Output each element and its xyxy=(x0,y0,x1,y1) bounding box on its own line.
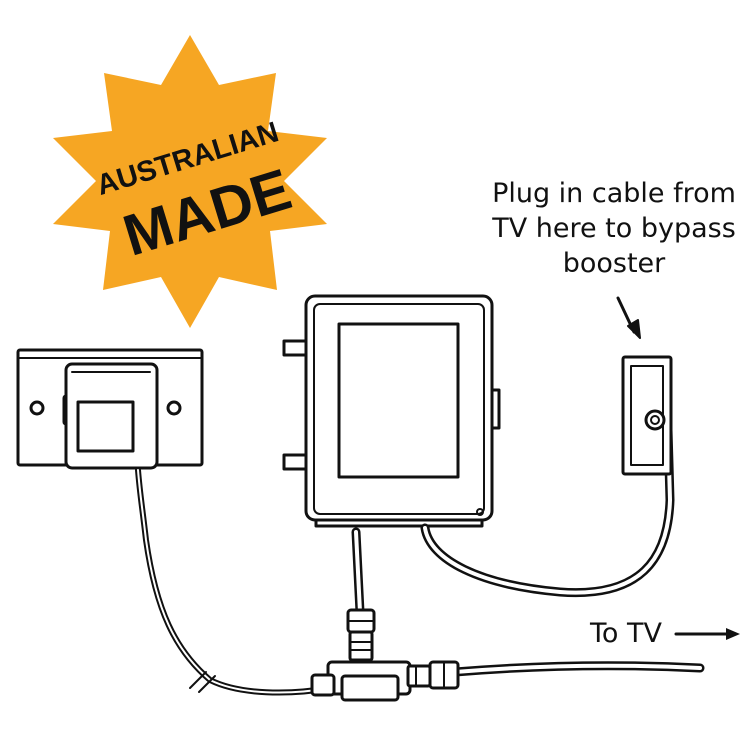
booster-connector-top xyxy=(282,339,310,357)
booster-connector-bottom xyxy=(282,453,310,471)
plug-pack-label xyxy=(76,400,135,453)
to-tv-label: To TV xyxy=(589,618,662,649)
booster-front-panel xyxy=(337,322,460,479)
f-connector-horizontal xyxy=(406,660,460,690)
booster-led xyxy=(476,508,484,516)
cable-break-mark-1 xyxy=(189,671,207,689)
antenna-booster-unit xyxy=(282,294,501,528)
bypass-cable xyxy=(420,425,675,598)
badge-star-shape xyxy=(53,35,327,328)
outlet-screw-left xyxy=(29,400,45,416)
tv-output-cable xyxy=(450,661,705,677)
outlet-screw-right xyxy=(166,400,182,416)
power-plug-pack xyxy=(62,362,159,470)
f-connector-vertical xyxy=(346,608,376,662)
bypass-wall-socket xyxy=(621,355,673,476)
splitter-block xyxy=(310,660,412,702)
bypass-pointer-arrow xyxy=(616,296,641,339)
booster-down-cable xyxy=(351,527,365,617)
to-tv-arrow xyxy=(674,628,740,640)
bypass-instruction-line-3: booster xyxy=(563,248,666,279)
socket-connector xyxy=(644,409,666,431)
australian-made-badge: AUSTRALIAN MADE xyxy=(53,35,327,328)
bypass-instruction-line-2: TV here to bypass xyxy=(491,213,736,244)
bypass-instruction-line-1: Plug in cable from xyxy=(492,178,736,209)
power-lead xyxy=(135,467,333,696)
cable-break-mark-2 xyxy=(198,675,216,693)
